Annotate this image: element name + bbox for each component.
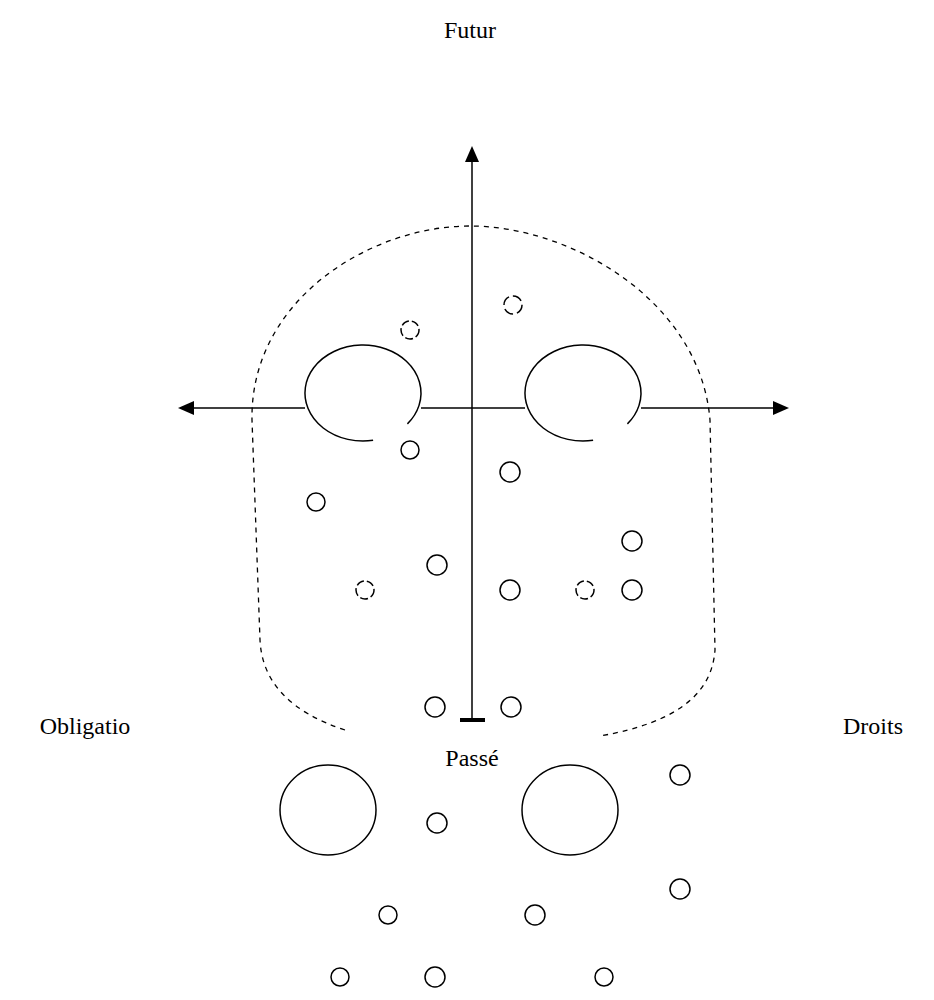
axis-label: Passé <box>443 745 500 771</box>
axis-label: Futur <box>442 17 498 43</box>
axis-label: Obligatio <box>38 713 133 739</box>
axis-label: Droits <box>841 713 905 739</box>
